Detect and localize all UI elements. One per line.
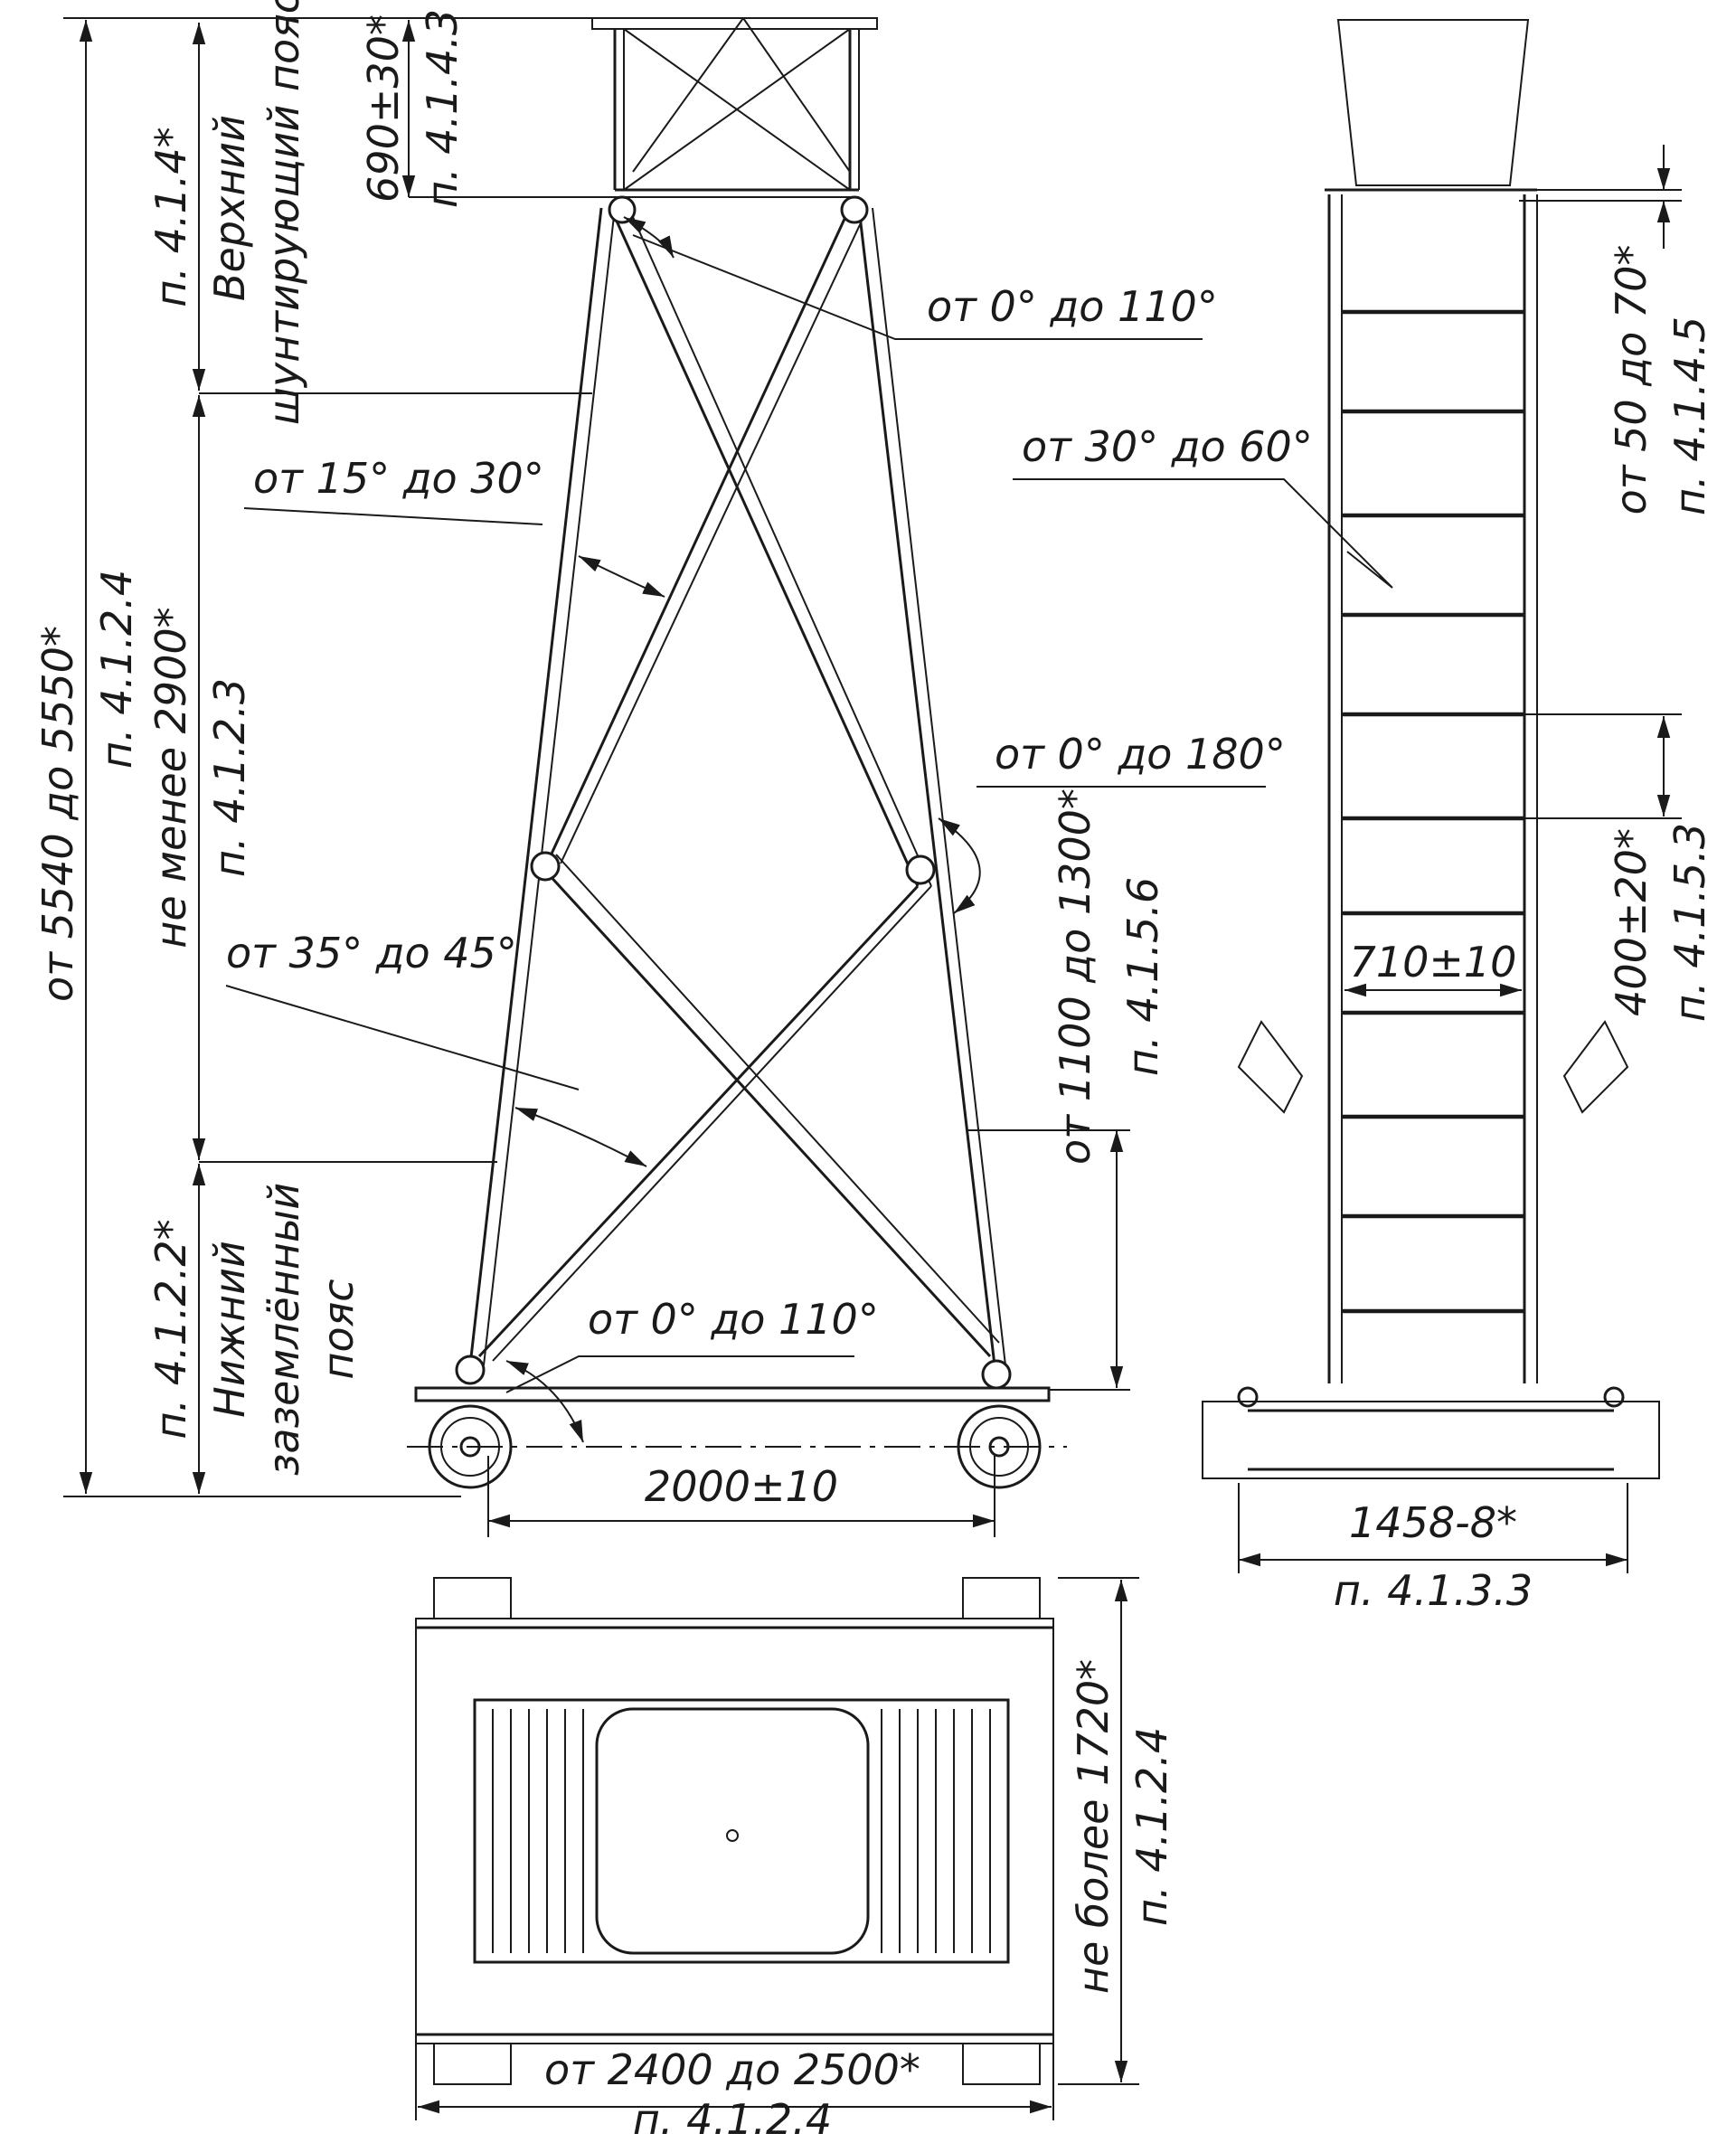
base-width-ref: п. 4.1.3.3 (1334, 1566, 1533, 1615)
upper-height-ref: п. 4.1.4.3 (418, 9, 467, 208)
middle-height-label: не менее 2900* (146, 607, 195, 948)
wheel-base-label: 2000±10 (645, 1462, 838, 1511)
angle-lower-label: от 35° до 45° (226, 929, 517, 977)
lower-belt-label-1: Нижний (205, 1241, 254, 1418)
upper-belt-label-1: Верхний (205, 115, 254, 301)
side-labels: от 50 до 70* п. 4.1.4.5 от 30° до 60° 40… (1022, 245, 1714, 1615)
lower-belt-ref: п. 4.1.2.2* (146, 1219, 195, 1439)
front-view (225, 17, 1266, 1489)
ladder-steps (1342, 309, 1524, 1314)
front-labels: от 5540 до 5550* п. 4.1.2.4 п. 4.1.4* Ве… (33, 0, 1286, 1511)
angle-upper-label: от 15° до 30° (253, 454, 544, 503)
hinge-height-label: от 1100 до 1300* (1051, 788, 1099, 1165)
base-width-label: 1458-8* (1349, 1498, 1517, 1547)
tower-legs (468, 207, 1006, 1366)
plan-grating (492, 1709, 991, 1953)
side-view (1013, 19, 1682, 1573)
front-base (407, 1386, 1067, 1489)
plan-view (415, 1577, 1139, 2120)
angle-bottom-label: от 0° до 110° (588, 1295, 879, 1344)
plan-depth-ref: п. 4.1.2.4 (1127, 1727, 1176, 1926)
step-width-label: 710±10 (1350, 938, 1517, 987)
side-angle-label: от 30° до 60° (1022, 422, 1313, 471)
hinge-joints (455, 195, 1012, 1390)
upper-belt-label-2: шунтирующий пояс (259, 0, 308, 425)
upper-belt-ref: п. 4.1.4* (146, 127, 195, 307)
angle-top-label: от 0° до 110° (927, 282, 1218, 331)
top-cradle (591, 17, 878, 198)
top-gap-ref: п. 4.1.4.5 (1665, 316, 1714, 515)
plan-depth-label: не более 1720* (1069, 1659, 1118, 1994)
plan-labels: не более 1720* п. 4.1.2.4 от 2400 до 250… (544, 1659, 1176, 2143)
lower-belt-label-2: заземлённый (259, 1183, 308, 1476)
middle-height-ref: п. 4.1.2.3 (205, 678, 254, 877)
front-dimensions (63, 17, 1130, 1537)
plan-length-label: от 2400 до 2500* (544, 2045, 920, 2094)
step-pitch-ref: п. 4.1.5.3 (1665, 823, 1714, 1022)
lower-belt-label-3: пояс (314, 1279, 363, 1379)
total-height-label: от 5540 до 5550* (33, 626, 82, 1002)
upper-height-label: 690±30* (359, 14, 408, 203)
total-height-ref: п. 4.1.2.4 (92, 570, 141, 769)
step-pitch-label: 400±20* (1607, 828, 1656, 1016)
plan-length-ref: п. 4.1.2.4 (633, 2095, 832, 2143)
top-gap-label: от 50 до 70* (1607, 245, 1656, 515)
hinge-height-ref: п. 4.1.5.6 (1118, 877, 1167, 1076)
angle-mid-label: от 0° до 180° (995, 730, 1286, 779)
